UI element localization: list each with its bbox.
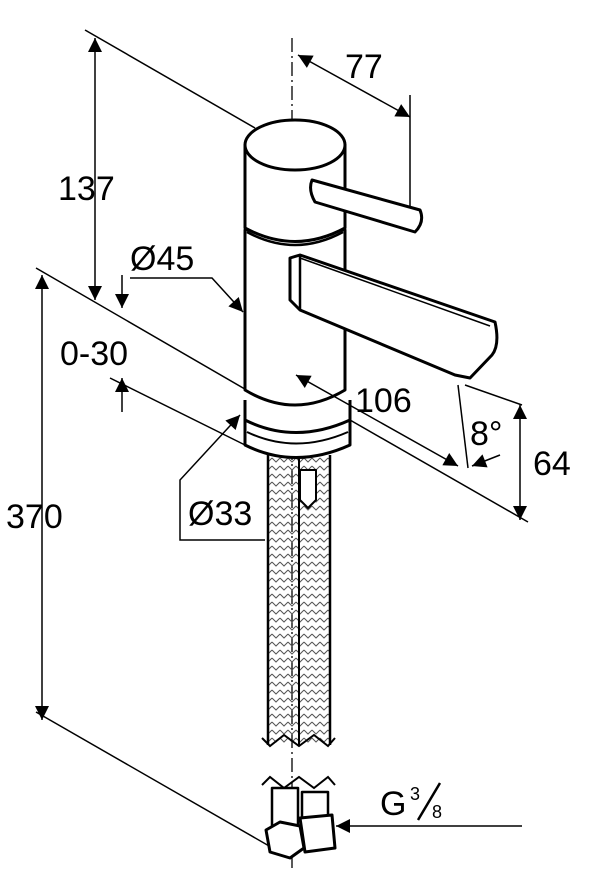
label-diameter-45: Ø45 — [130, 240, 194, 278]
lever-handle — [309, 178, 424, 234]
label-8-degrees: 8° — [470, 415, 503, 453]
supply-hose — [261, 455, 337, 860]
label-370: 370 — [6, 498, 63, 536]
label-64: 64 — [533, 445, 571, 483]
label-diameter-33: Ø33 — [188, 495, 252, 533]
label-0-30: 0-30 — [60, 335, 128, 373]
label-106: 106 — [355, 382, 412, 420]
dim-line-77 — [297, 54, 411, 118]
label-g-3-8: G 3 8 — [380, 782, 442, 823]
svg-text:8: 8 — [432, 802, 442, 822]
leader-33 — [179, 414, 265, 541]
label-77: 77 — [345, 48, 383, 86]
svg-text:G: G — [380, 785, 406, 823]
spout — [288, 253, 499, 380]
angle-arrow-8 — [471, 454, 501, 468]
leader-45 — [130, 277, 244, 313]
base-ring — [243, 400, 352, 459]
svg-text:3: 3 — [410, 784, 420, 804]
dim-line-106 — [295, 374, 459, 467]
label-137: 137 — [58, 170, 115, 208]
